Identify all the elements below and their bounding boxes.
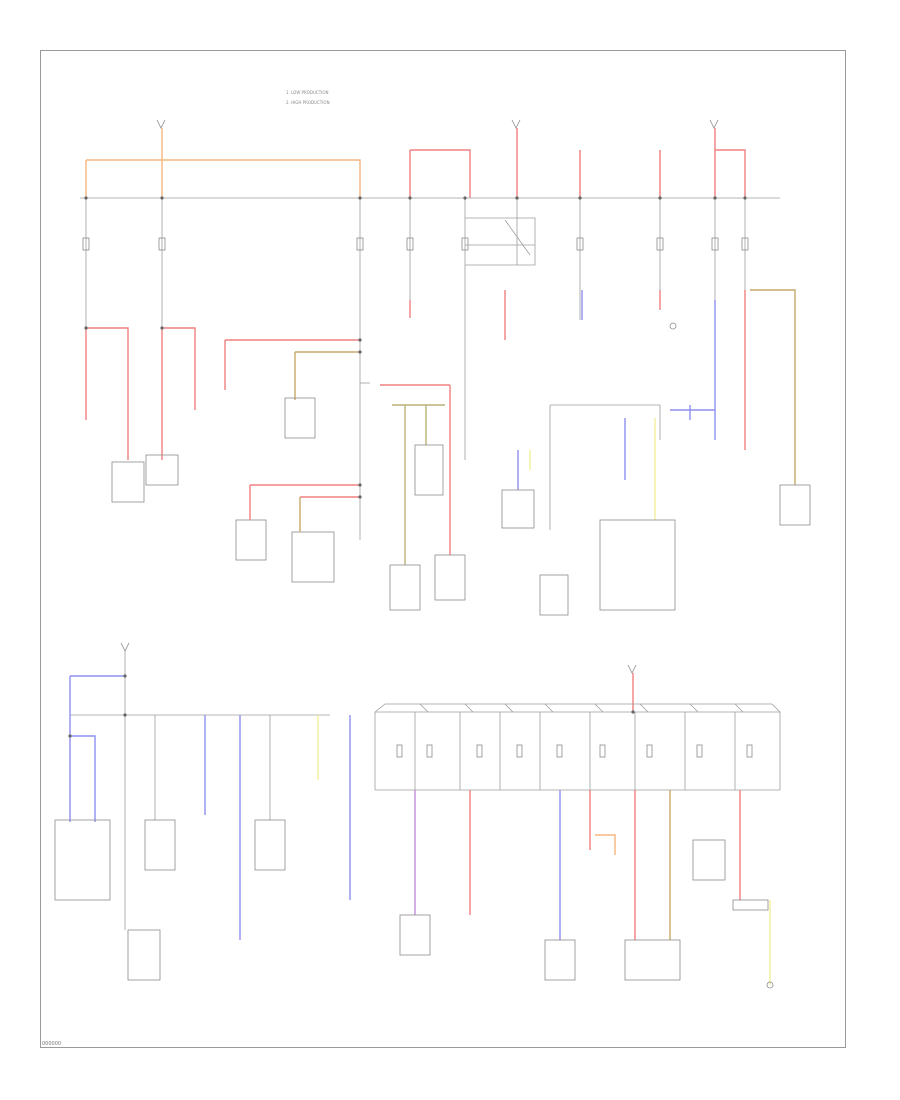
- red-feed-wires: [409, 128, 746, 198]
- left-modules: [111, 397, 335, 583]
- relay-top: [465, 217, 536, 266]
- upper-power-distribution: [80, 119, 811, 674]
- top-left-lower-wires: [249, 484, 360, 532]
- fuse-drops: [85, 198, 746, 460]
- source-connectors: [120, 119, 719, 674]
- center-column-wires: [380, 290, 506, 611]
- lower-left-bus: [69, 651, 351, 940]
- fuses-lower: [396, 744, 753, 758]
- legend-line-1: 1. LOW PRODUCTION: [286, 90, 328, 95]
- diagram-frame: [40, 50, 846, 1048]
- legend-line-2: 2. HIGH PRODUCTION: [286, 100, 330, 105]
- footer-code: 000000: [42, 1041, 62, 1047]
- lower-power-distribution: [54, 651, 781, 989]
- right-area-wires: [501, 289, 811, 616]
- lower-left-modules: [54, 819, 286, 981]
- fuses-upper: [82, 237, 749, 251]
- left-group-wires: [85, 327, 370, 540]
- orange-feed-wires: [85, 128, 361, 198]
- lower-fuse-panel: [374, 673, 781, 791]
- lower-output-wires: [414, 790, 771, 985]
- lower-right-modules: [399, 839, 774, 989]
- splice-points: [68, 196, 747, 738]
